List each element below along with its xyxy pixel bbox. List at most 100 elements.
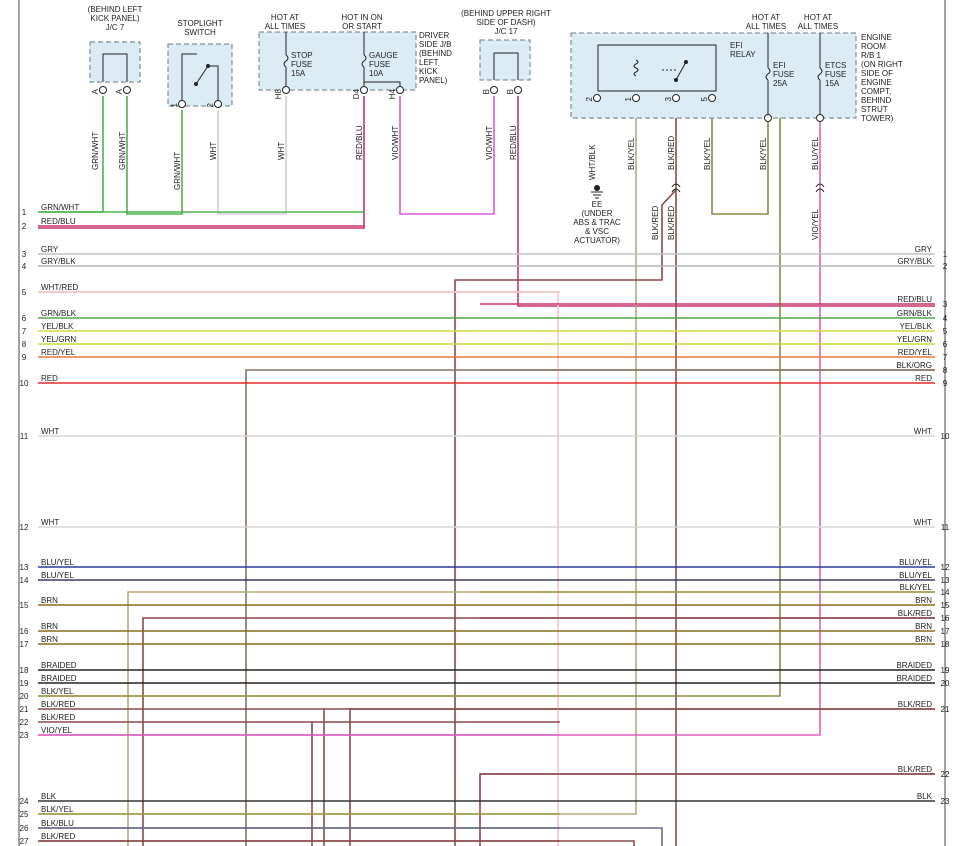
pin-label: 5 bbox=[700, 96, 709, 101]
jc17-bus bbox=[493, 52, 519, 80]
right-wire-label: WHT bbox=[914, 427, 932, 436]
connector-pin bbox=[514, 86, 522, 94]
component-label: HOT AT bbox=[752, 13, 780, 22]
right-pin-number: 6 bbox=[943, 340, 948, 349]
vertical-wire-label: GRN/WHT bbox=[91, 132, 100, 170]
left-pin-number: 6 bbox=[22, 314, 27, 323]
component-label: LEFT bbox=[419, 58, 439, 67]
right-wire-label: GRY bbox=[915, 245, 933, 254]
vertical-wire-label: GRN/WHT bbox=[173, 152, 182, 190]
component-label: R/B 1 bbox=[861, 51, 882, 60]
vertical-wire-label: GRN/WHT bbox=[118, 132, 127, 170]
right-wire-label: BLK/RED bbox=[898, 765, 932, 774]
engine-rb-box bbox=[570, 32, 857, 119]
component-label: 15A bbox=[825, 79, 840, 88]
inline-connector bbox=[815, 183, 825, 193]
left-pin-number: 11 bbox=[20, 432, 29, 441]
left-wire-label: GRY/BLK bbox=[41, 257, 76, 266]
right-wire-label: YEL/BLK bbox=[900, 322, 933, 331]
vertical-wire-label: BLU/YEL bbox=[811, 137, 820, 170]
left-wire-label: RED/BLU bbox=[41, 217, 76, 226]
right-pin-number: 20 bbox=[941, 679, 950, 688]
pin-label: 2 bbox=[206, 102, 215, 107]
component-label: ABS & TRAC bbox=[573, 218, 621, 227]
component-label: RELAY bbox=[730, 50, 756, 59]
right-pin-number: 4 bbox=[943, 314, 948, 323]
vertical-wire-label: BLK/RED bbox=[667, 136, 676, 170]
connecting-wire bbox=[454, 189, 677, 846]
left-wire-label: WHT bbox=[41, 518, 59, 527]
efi-fuse-symbol bbox=[765, 33, 771, 118]
right-wire-label: WHT bbox=[914, 518, 932, 527]
left-pin-number: 18 bbox=[20, 666, 29, 675]
left-wire-label: BRN bbox=[41, 622, 58, 631]
connecting-wire bbox=[711, 96, 769, 215]
left-pin-number: 3 bbox=[22, 250, 27, 259]
inline-connector bbox=[671, 183, 681, 193]
connector-pin bbox=[396, 86, 404, 94]
left-pin-number: 2 bbox=[22, 222, 27, 231]
left-pin-number: 14 bbox=[20, 576, 29, 585]
component-label: SIDE OF bbox=[861, 69, 893, 78]
right-wire-label: YEL/GRN bbox=[897, 335, 932, 344]
right-pin-number: 13 bbox=[941, 576, 950, 585]
right-pin-number: 8 bbox=[943, 366, 948, 375]
component-label: 25A bbox=[773, 79, 788, 88]
left-wire-label: BLK/RED bbox=[41, 832, 75, 841]
left-pin-number: 25 bbox=[20, 810, 29, 819]
component-label: (UNDER bbox=[581, 209, 612, 218]
component-label: (BEHIND LEFT bbox=[88, 5, 143, 14]
etcs-fuse-symbol bbox=[817, 33, 823, 118]
left-pin-number: 5 bbox=[22, 288, 27, 297]
right-wire-label: RED/BLU bbox=[897, 295, 932, 304]
component-label: PANEL) bbox=[419, 76, 448, 85]
right-pin-number: 1 bbox=[943, 250, 948, 259]
right-wire-label: BRAIDED bbox=[896, 661, 932, 670]
component-label: HOT IN ON bbox=[341, 13, 382, 22]
component-label: EFI bbox=[773, 61, 785, 70]
vertical-wire-label: WHT bbox=[209, 142, 218, 160]
right-wire-label: GRN/BLK bbox=[897, 309, 933, 318]
connector-pin bbox=[282, 86, 290, 94]
right-pin-number: 22 bbox=[941, 770, 950, 779]
driver-jb-box bbox=[258, 31, 417, 91]
right-wire-label: GRY/BLK bbox=[897, 257, 932, 266]
pin-label: H8 bbox=[274, 88, 283, 99]
vertical-wire-label: VIO/YEL bbox=[811, 208, 820, 240]
pin-label: A bbox=[91, 88, 100, 94]
component-label: FUSE bbox=[773, 70, 794, 79]
fuse-terminal bbox=[816, 114, 824, 122]
vertical-wire-label: BLK/YEL bbox=[627, 137, 636, 170]
vertical-wire-label: BLK/RED bbox=[651, 206, 660, 240]
right-wire-label: BRN bbox=[915, 635, 932, 644]
left-pin-number: 9 bbox=[22, 353, 27, 362]
component-label: GAUGE bbox=[369, 51, 398, 60]
component-label: ALL TIMES bbox=[265, 22, 305, 31]
connecting-wire bbox=[38, 291, 559, 846]
left-wire-label: BRAIDED bbox=[41, 661, 77, 670]
right-pin-number: 11 bbox=[941, 523, 950, 532]
left-wire-label: RED bbox=[41, 374, 58, 383]
component-label: HOT AT bbox=[271, 13, 299, 22]
pin-label: 2 bbox=[585, 96, 594, 101]
left-pin-number: 19 bbox=[20, 679, 29, 688]
right-pin-number: 19 bbox=[941, 666, 950, 675]
connecting-wire bbox=[349, 708, 935, 846]
left-pin-number: 1 bbox=[22, 208, 27, 217]
left-wire-label: BLK/BLU bbox=[41, 819, 74, 828]
left-wire-label: YEL/GRN bbox=[41, 335, 76, 344]
right-wire-label: BLK/YEL bbox=[900, 583, 933, 592]
components bbox=[89, 31, 857, 199]
left-pin-number: 17 bbox=[20, 640, 29, 649]
left-wire-label: BLK/YEL bbox=[41, 805, 74, 814]
component-label: ACTUATOR) bbox=[574, 236, 620, 245]
component-label: ROOM bbox=[861, 42, 886, 51]
left-pin-number: 27 bbox=[20, 837, 29, 846]
component-label: J/C 7 bbox=[106, 23, 125, 32]
left-wire-label: BLK bbox=[41, 792, 57, 801]
left-wire-label: BRN bbox=[41, 596, 58, 605]
left-wire-label: BLU/YEL bbox=[41, 571, 74, 580]
